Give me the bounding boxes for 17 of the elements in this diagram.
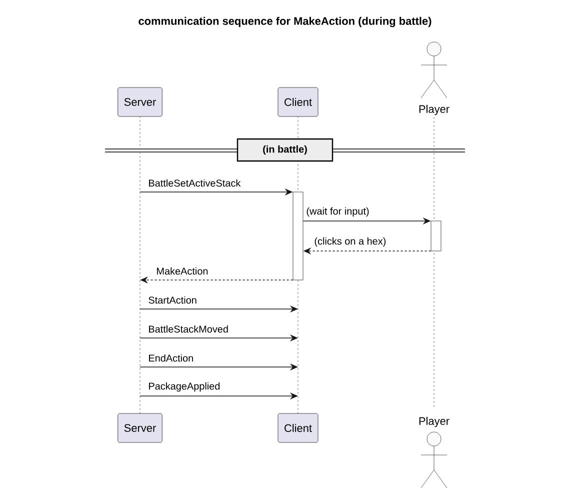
participant-box: Client — [278, 413, 318, 443]
message-label: EndAction — [147, 353, 195, 363]
activation-bar — [292, 192, 304, 280]
message-label: (wait for input) — [305, 206, 370, 218]
participant-label: Player — [419, 416, 450, 428]
participant-box: Client — [278, 87, 318, 117]
message-label: (clicks on a hex) — [313, 236, 388, 248]
participant-box: Server — [118, 87, 162, 117]
message-label: BattleSetActiveStack — [147, 178, 242, 188]
participant-box: Server — [118, 413, 162, 443]
participant-label: Player — [419, 104, 450, 116]
activation-bar — [430, 220, 442, 252]
message-label: StartAction — [147, 295, 198, 305]
message-label: MakeAction — [155, 266, 210, 276]
message-label: PackageApplied — [147, 381, 222, 393]
message-label: BattleStackMoved — [147, 324, 230, 334]
title: communication sequence for MakeAction (during battle) — [138, 16, 432, 28]
